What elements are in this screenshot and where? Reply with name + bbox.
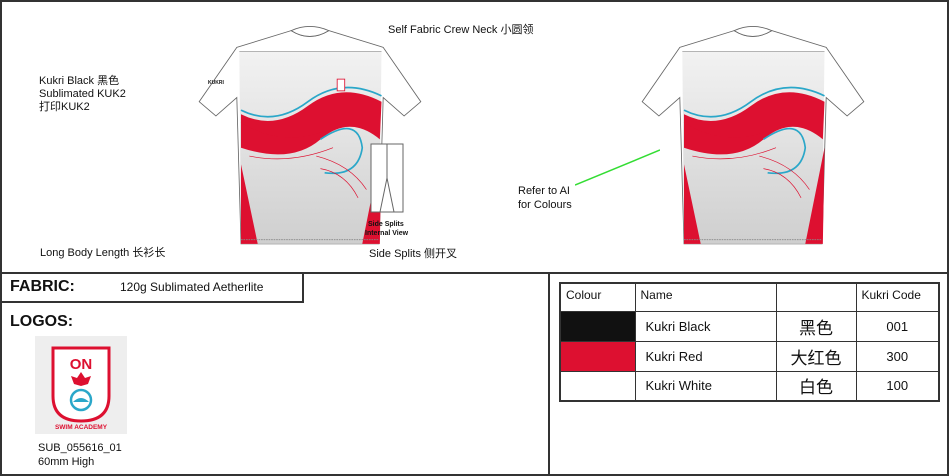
black-annotation-2: Sublimated KUK2 (39, 88, 126, 100)
divider (548, 272, 550, 476)
internal-view-label-1: Side Splits (368, 221, 404, 228)
colour-code: 001 (855, 310, 940, 342)
colour-code: 100 (855, 370, 940, 402)
black-annotation-1: Kukri Black 黑色 (39, 75, 120, 87)
shirt-back-drawing (641, 25, 865, 245)
header-code: Kukri Code (855, 282, 940, 312)
brand-mark: KUKRI (208, 80, 224, 86)
swim-academy-logo: ON SWIM ACADEMY (35, 336, 127, 434)
pointer-line (575, 149, 660, 186)
fabric-box: FABRIC: 120g Sublimated Aetherlite (0, 273, 304, 303)
colour-table: Colour Name Kukri Code Kukri Black 黑色 00… (559, 282, 940, 402)
internal-view-label-2: Internal View (365, 230, 409, 237)
body-length-annotation: Long Body Length 长衫长 (40, 247, 166, 259)
logo-text-on: ON (70, 356, 93, 373)
colour-chinese: 大红色 (775, 340, 857, 372)
logos-label: LOGOS: (10, 313, 74, 330)
logo-code: SUB_055616_01 (38, 442, 122, 454)
refer-annotation-2: for Colours (518, 199, 572, 211)
table-row: Kukri Black 黑色 001 (559, 310, 940, 342)
logo-text-bottom: SWIM ACADEMY (55, 424, 108, 431)
colour-code: 300 (855, 340, 940, 372)
header-name: Name (634, 282, 777, 312)
colour-name: Kukri Red (634, 340, 777, 372)
colour-swatch (559, 370, 636, 402)
colour-chinese: 黑色 (775, 310, 857, 342)
refer-annotation-1: Refer to AI (518, 185, 570, 197)
side-splits-annotation: Side Splits 侧开叉 (369, 248, 458, 260)
header-chinese (775, 282, 857, 312)
logo-size: 60mm High (38, 456, 95, 468)
colour-chinese: 白色 (775, 370, 857, 402)
table-row: Kukri White 白色 100 (559, 370, 940, 402)
table-row: Kukri Red 大红色 300 (559, 340, 940, 372)
divider (0, 272, 949, 274)
colour-name: Kukri Black (634, 310, 777, 342)
chest-logo-icon (336, 78, 346, 92)
maple-leaf-icon (71, 372, 91, 386)
side-split-internal-view-diagram (370, 143, 404, 213)
black-annotation-3: 打印KUK2 (39, 101, 90, 113)
colour-name: Kukri White (634, 370, 777, 402)
header-colour: Colour (559, 282, 636, 312)
colour-swatch (559, 310, 636, 342)
neck-annotation: Self Fabric Crew Neck 小圆领 (388, 24, 534, 36)
fabric-label: FABRIC: (10, 278, 75, 295)
shirt-front-drawing (198, 25, 422, 245)
table-header-row: Colour Name Kukri Code (559, 282, 940, 312)
fabric-value: 120g Sublimated Aetherlite (120, 280, 264, 294)
colour-swatch (559, 340, 636, 372)
